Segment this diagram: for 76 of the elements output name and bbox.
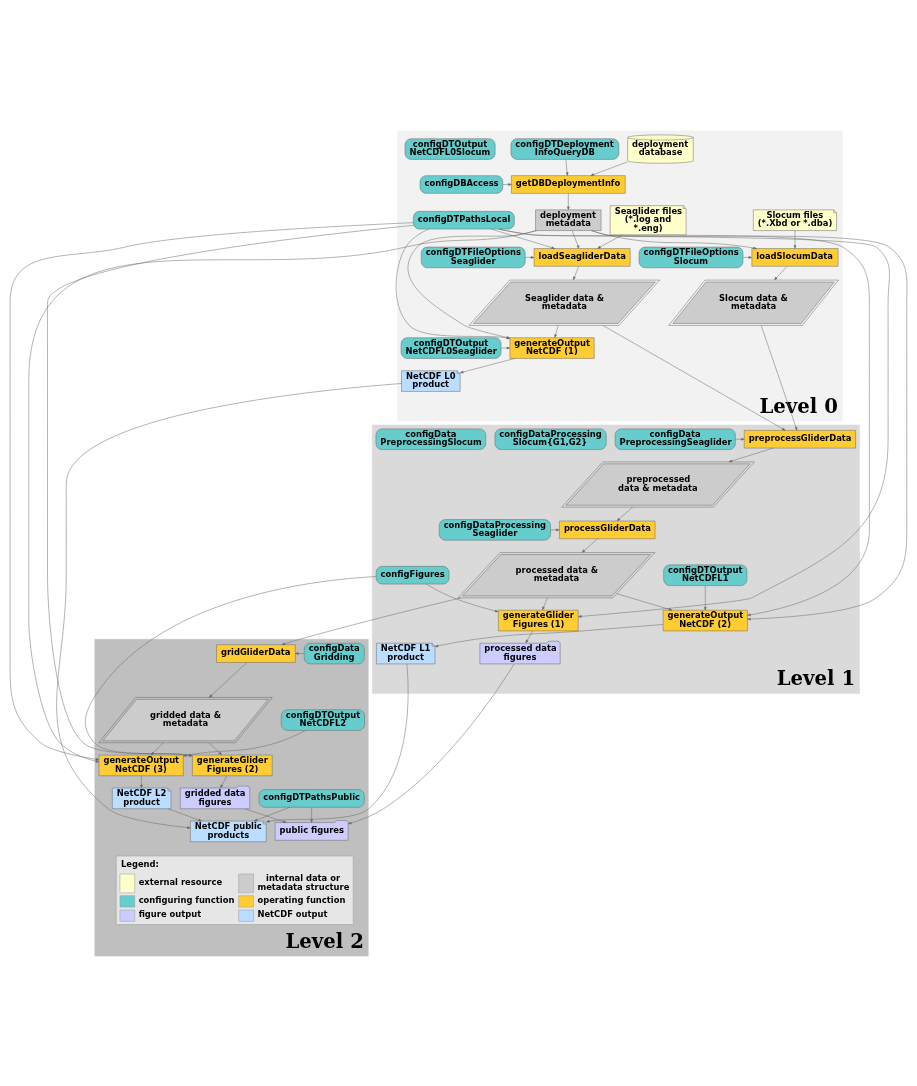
arrow <box>742 255 752 259</box>
arrow <box>602 324 786 431</box>
legend-label: NetCDF output <box>257 908 328 919</box>
arrow <box>760 324 798 430</box>
arrow <box>591 229 757 249</box>
legend-label: operating function <box>257 894 346 905</box>
arrow <box>581 538 598 553</box>
node-box: configData Gridding <box>304 642 365 664</box>
node-box: configDTDeployment InfoQueryDB <box>510 138 620 160</box>
arrow <box>253 806 290 821</box>
arrow <box>395 228 511 339</box>
arrow <box>491 228 555 249</box>
arrow <box>774 265 788 280</box>
arrow <box>310 806 313 823</box>
node-box: configData PreprocessingSeaglider <box>614 428 736 450</box>
node-box: configDTFileOptions Seaglider <box>421 246 526 268</box>
arrow <box>500 346 511 349</box>
node-box: configDataProcessing Slocum{G1,G2} <box>494 428 607 450</box>
arrow <box>704 585 707 610</box>
label: Legend: <box>120 858 159 869</box>
arrow <box>567 192 570 210</box>
node-box: configDTFileOptions Slocum <box>638 246 744 268</box>
node-box: generateOutput NetCDF (1) <box>509 337 595 359</box>
arrow <box>573 265 579 280</box>
arrow <box>554 324 559 338</box>
node-box: configDTOutput NetCDFL1 <box>663 564 748 586</box>
arrow <box>208 742 222 755</box>
arrow <box>140 775 143 788</box>
arrow <box>220 775 228 788</box>
legend-label: external resource <box>138 876 223 887</box>
arrow <box>168 808 202 821</box>
node-box: generateGlider Figures (1) <box>498 609 579 631</box>
node-box: configDBAccess <box>419 174 504 194</box>
arrow <box>502 182 512 186</box>
arrow <box>459 357 515 373</box>
arrow <box>590 161 628 176</box>
arrow <box>616 506 633 521</box>
node-box: configDTOutput NetCDFL0Slocum <box>404 138 496 160</box>
node-box: generateOutput NetCDF (3) <box>98 754 184 776</box>
arrow <box>209 661 248 698</box>
legend-label: internal data or metadata structure <box>257 872 350 892</box>
arrow <box>244 808 287 823</box>
arrow <box>525 255 535 259</box>
node-box: processGliderData <box>559 520 656 539</box>
arrow <box>295 651 305 655</box>
node-box: configDTPathsPublic <box>258 788 365 808</box>
arrow <box>793 229 797 249</box>
arrow <box>85 575 377 757</box>
node-box: configFigures <box>375 565 450 584</box>
arrow <box>542 597 548 610</box>
arrow <box>550 528 560 531</box>
node-box: configDTOutput NetCDFL2 <box>281 709 365 731</box>
node-box: configData PreprocessingSlocum <box>375 428 487 450</box>
arrow <box>281 597 462 645</box>
node-box: generateGlider Figures (2) <box>192 754 273 776</box>
arrow <box>28 229 537 762</box>
node-box: configDataProcessing Seaglider <box>439 518 551 540</box>
arrow <box>434 623 664 647</box>
node-box: configDTOutput NetCDFL0Seaglider <box>400 337 502 359</box>
arrow <box>616 592 673 611</box>
arrow <box>565 158 569 176</box>
node-box: deployment metadata <box>535 209 602 231</box>
arrow <box>150 742 164 755</box>
arrow <box>735 437 745 440</box>
arrow <box>348 663 515 824</box>
arrow <box>728 447 774 462</box>
arrow <box>183 729 306 757</box>
arrow <box>266 663 409 823</box>
legend-label: configuring function <box>138 894 235 905</box>
legend-label: figure output <box>138 908 202 919</box>
arrow <box>571 229 580 249</box>
arrow <box>56 382 402 829</box>
arrow <box>590 229 908 620</box>
arrow <box>525 630 533 643</box>
arrow <box>426 583 499 612</box>
node-box: configDTPathsLocal <box>413 210 515 229</box>
